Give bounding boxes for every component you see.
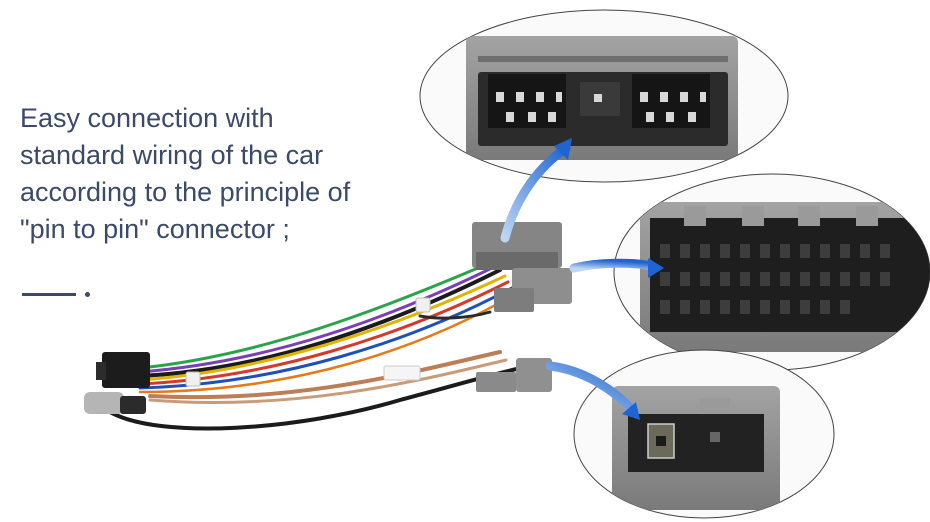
arrow-bottom-head xyxy=(622,402,640,420)
pointer-arrows xyxy=(500,138,664,420)
zoom-bottom-connector xyxy=(573,349,835,519)
arrow-top-head xyxy=(554,138,572,160)
headline-line-2: standard wiring of the car xyxy=(20,140,324,170)
decorative-divider xyxy=(22,293,76,296)
wiring-harness xyxy=(108,257,562,431)
harness-connectors xyxy=(84,222,572,414)
headline-line-3: according to the principle of xyxy=(20,177,351,207)
zoom-middle-connector xyxy=(613,173,930,371)
arrow-middle-head xyxy=(648,258,664,278)
headline-line-1: Easy connection with xyxy=(20,103,274,133)
headline: Easy connection with standard wiring of … xyxy=(20,100,440,248)
headline-line-4: "pin to pin" connector ; xyxy=(20,214,290,244)
decorative-dot xyxy=(85,292,90,297)
zoom-top-connector xyxy=(419,9,789,183)
